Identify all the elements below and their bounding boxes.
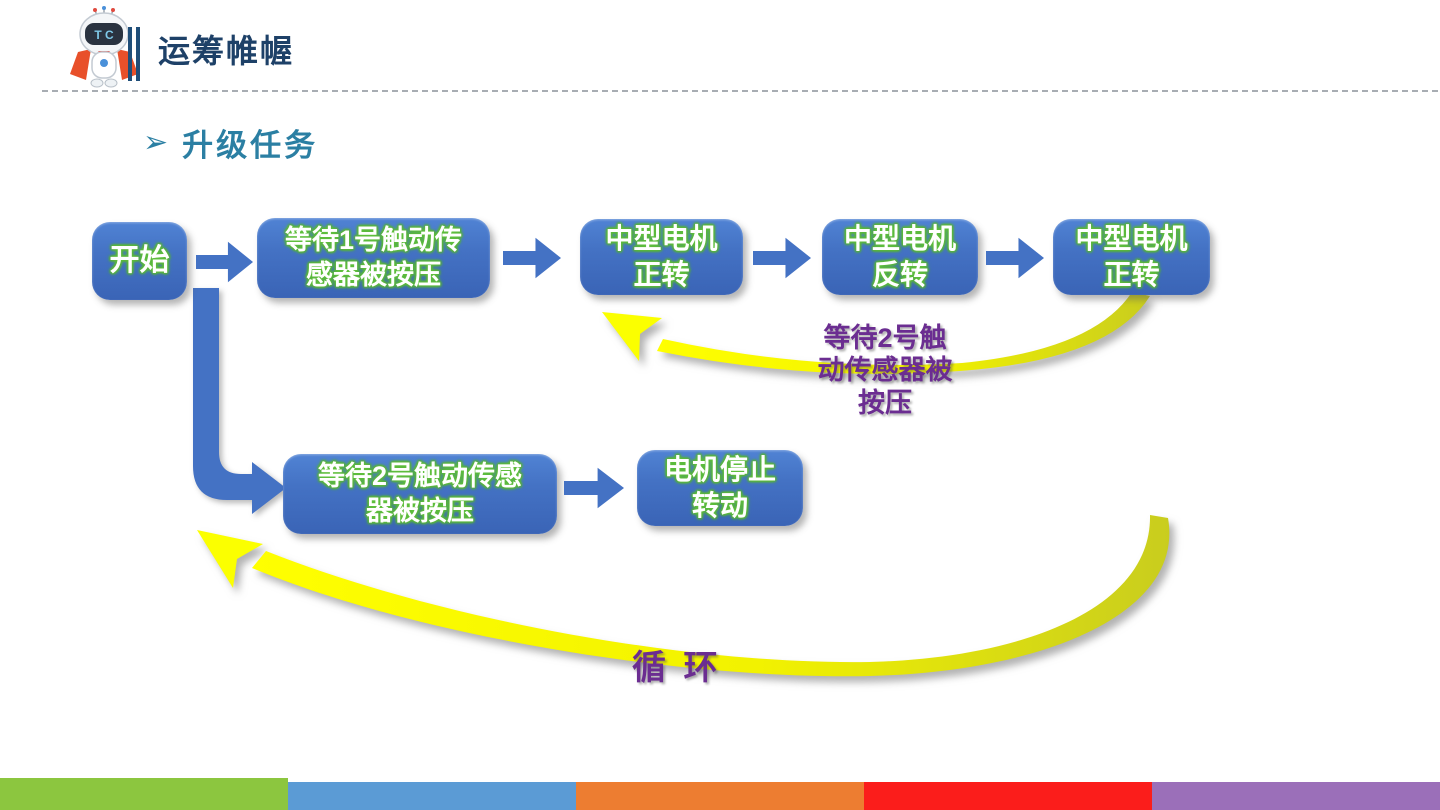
footer-stripe-green: [0, 778, 288, 810]
arrow-wait1-to-forward1: [503, 237, 561, 279]
arrow-forward1-to-reverse: [753, 237, 811, 279]
flow-node-motor-forward-1: 中型电机 正转: [580, 219, 743, 295]
page-title: 运筹帷幄: [158, 33, 295, 69]
arrow-reverse-to-forward2: [986, 237, 1044, 279]
arrow-start-to-wait1: [196, 241, 253, 283]
section-heading: ➢ 升级任务: [143, 120, 318, 165]
footer-stripe-orange: [576, 782, 864, 810]
footer-stripe-purple: [1152, 782, 1440, 810]
header-dashed-divider: [42, 90, 1438, 92]
flow-node-wait-sensor-2: 等待2号触动传感 器被按压: [283, 454, 557, 534]
title-divider-bars: [128, 27, 140, 81]
flow-node-motor-stop: 电机停止 转动: [637, 450, 803, 526]
robot-face-text: T C: [94, 28, 114, 42]
section-title: 升级任务: [182, 128, 319, 163]
flow-node-motor-forward-2: 中型电机 正转: [1053, 219, 1210, 295]
flow-node-wait-sensor-1: 等待1号触动传 感器被按压: [257, 218, 490, 298]
footer-stripe-blue: [288, 782, 576, 810]
loop-condition-label: 等待2号触 动传感器被 按压: [817, 323, 953, 418]
footer-stripe-red: [864, 782, 1152, 810]
robot-mascot-icon: T C: [70, 6, 138, 88]
arrow-bullet-icon: ➢: [143, 125, 169, 159]
flow-node-motor-reverse: 中型电机 反转: [822, 219, 978, 295]
flow-node-start: 开始: [92, 222, 187, 300]
cycle-label: 循 环: [632, 649, 722, 687]
arrow-wait2-to-stop: [564, 467, 624, 509]
elbow-connector-arrow: [193, 288, 286, 514]
